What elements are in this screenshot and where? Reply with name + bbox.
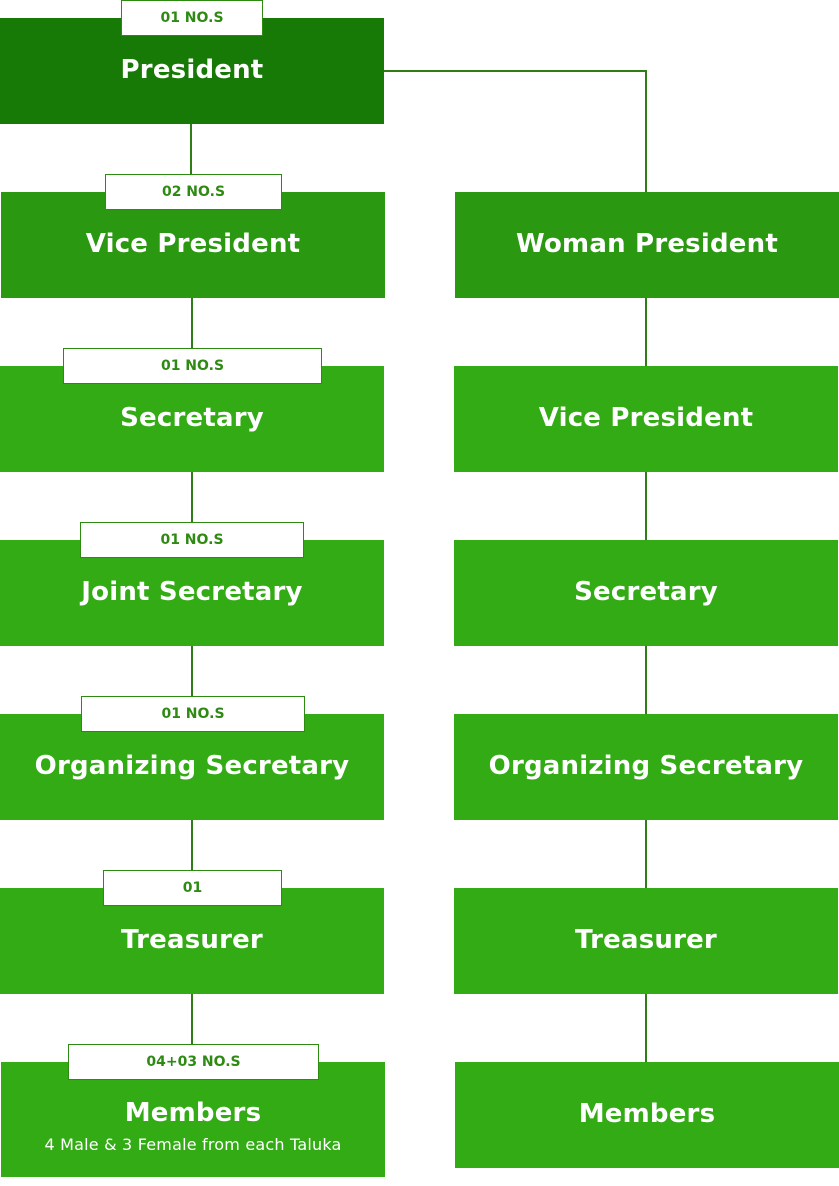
organizing-secretary-count-badge: 01 NO.S [81, 696, 305, 732]
vice-president-box: Vice President [1, 192, 385, 298]
members-count-badge: 04+03 NO.S [68, 1044, 319, 1080]
woman-president-box: Woman President [455, 192, 839, 298]
woman-president-title: Woman President [516, 229, 778, 260]
connector-secretary-to-joint-secretary [191, 472, 193, 524]
right-organizing-secretary-box: Organizing Secretary [454, 714, 838, 820]
connector-organizing-secretary-to-treasurer [191, 820, 193, 872]
vice-president-count-badge: 02 NO.S [105, 174, 282, 210]
joint-secretary-count-badge: 01 NO.S [80, 522, 304, 558]
president-count-badge: 01 NO.S [121, 0, 263, 36]
connector-right-treasurer-to-members [645, 994, 647, 1062]
right-members-box: Members [455, 1062, 839, 1168]
connector-president-to-woman-president-horizontal [384, 70, 647, 72]
members-box: Members 4 Male & 3 Female from each Talu… [1, 1062, 385, 1177]
members-subtitle: 4 Male & 3 Female from each Taluka [44, 1134, 342, 1154]
connector-right-organizing-secretary-to-treasurer [645, 820, 647, 888]
connector-right-vice-president-to-secretary [645, 472, 647, 540]
right-secretary-title: Secretary [574, 577, 718, 608]
secretary-count-badge: 01 NO.S [63, 348, 322, 384]
connector-treasurer-to-members [191, 994, 193, 1046]
vice-president-title: Vice President [85, 229, 301, 260]
connector-president-to-woman-president-vertical [645, 70, 647, 192]
right-vice-president-title: Vice President [538, 403, 754, 434]
joint-secretary-box: Joint Secretary [0, 540, 384, 646]
connector-vice-president-to-secretary [191, 298, 193, 350]
treasurer-title: Treasurer [121, 925, 263, 956]
right-treasurer-title: Treasurer [575, 925, 717, 956]
right-secretary-box: Secretary [454, 540, 838, 646]
right-vice-president-box: Vice President [454, 366, 838, 472]
organizing-secretary-title: Organizing Secretary [34, 751, 350, 782]
treasurer-count-badge: 01 [103, 870, 282, 906]
connector-joint-secretary-to-organizing-secretary [191, 646, 193, 698]
right-treasurer-box: Treasurer [454, 888, 838, 994]
connector-woman-president-to-vice-president [645, 298, 647, 366]
right-members-title: Members [578, 1099, 716, 1130]
connector-president-to-vice-president [190, 124, 192, 176]
president-title: President [120, 55, 264, 86]
right-organizing-secretary-title: Organizing Secretary [488, 751, 804, 782]
joint-secretary-title: Joint Secretary [81, 577, 303, 608]
members-title: Members [124, 1098, 262, 1129]
secretary-title: Secretary [120, 403, 264, 434]
connector-right-secretary-to-organizing-secretary [645, 646, 647, 714]
